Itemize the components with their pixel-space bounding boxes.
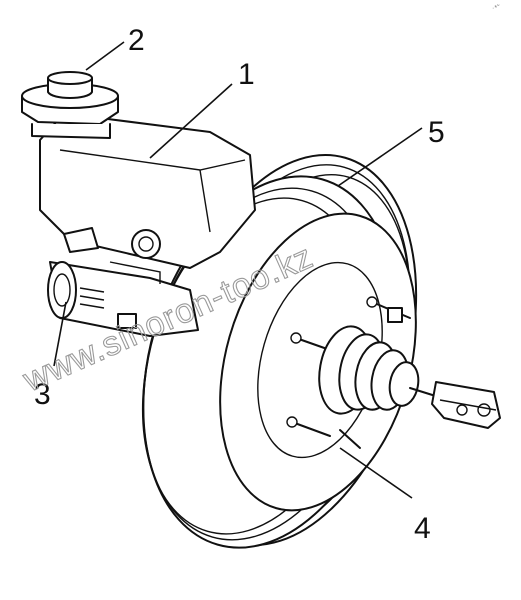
callout-5: 5 <box>428 116 445 149</box>
leader-3 <box>53 301 67 367</box>
callout-1: 1 <box>238 58 255 91</box>
leader-4 <box>339 447 413 499</box>
mounting-studs <box>286 296 411 449</box>
leader-1 <box>149 83 233 159</box>
corner-mark: ·*˜ <box>492 5 500 12</box>
pushrod-clevis <box>409 381 501 429</box>
callout-4: 4 <box>414 512 431 545</box>
callout-3: 3 <box>34 378 51 411</box>
booster-boot <box>318 325 420 415</box>
leader-5 <box>337 127 423 187</box>
reservoir-cap <box>21 71 119 139</box>
leader-lines <box>53 41 423 499</box>
callout-2: 2 <box>128 24 145 57</box>
vacuum-booster <box>141 154 418 549</box>
master-cylinder <box>39 117 256 337</box>
leader-2 <box>85 41 125 71</box>
